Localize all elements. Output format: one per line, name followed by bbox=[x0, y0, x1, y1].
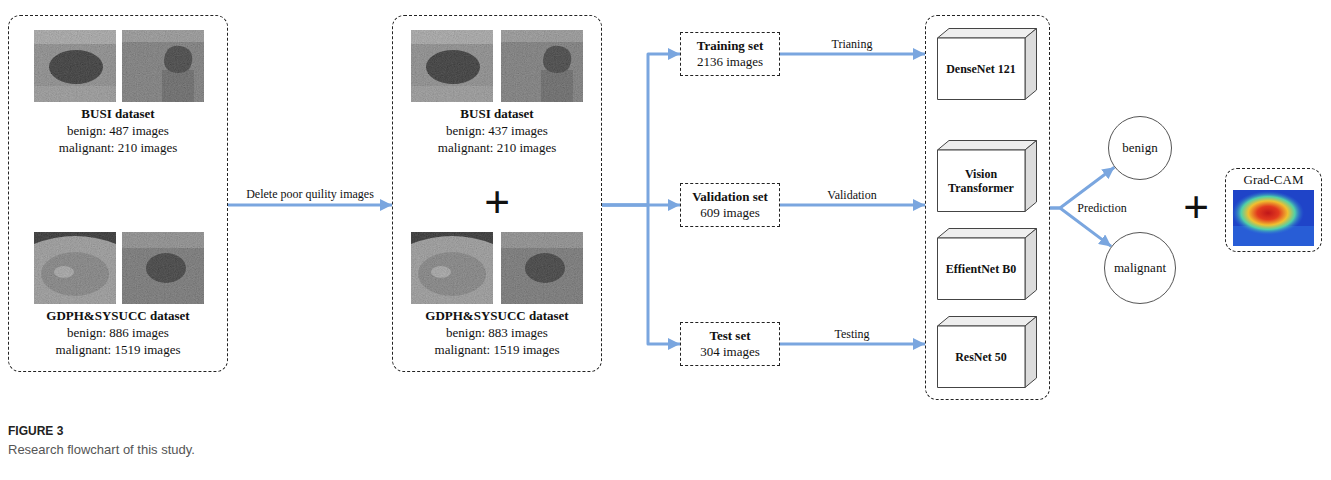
node-text: Grad-CAM bbox=[1244, 172, 1304, 188]
cube-face bbox=[938, 317, 1037, 327]
edge-label: Testing bbox=[832, 327, 871, 341]
cube-face bbox=[938, 238, 1026, 300]
model-cube: EffientNet B0 bbox=[937, 228, 1037, 300]
ultrasound-image bbox=[501, 30, 583, 102]
figure-number: FIGURE 3 bbox=[8, 424, 63, 439]
edge-label: Trianing bbox=[830, 37, 875, 51]
ultrasound-image bbox=[122, 30, 204, 102]
cube-face bbox=[938, 229, 1037, 239]
node-text: Vision Transformer bbox=[942, 167, 1020, 195]
cube-face bbox=[1025, 229, 1037, 300]
caption: Research flowchart of this study. bbox=[8, 442, 195, 458]
class-circle: malignant bbox=[1104, 232, 1176, 304]
ultrasound-image bbox=[122, 232, 204, 304]
model-panel: DenseNet 121Vision TransformerEffientNet… bbox=[925, 15, 1050, 400]
ultrasound-image bbox=[501, 232, 583, 304]
node-text: BUSI dataset bbox=[460, 106, 533, 122]
heatmap bbox=[1232, 190, 1314, 246]
node-text: GDPH&SYSUCC dataset bbox=[46, 308, 189, 324]
node-text: benign: 886 images bbox=[67, 325, 169, 341]
ultrasound-image bbox=[411, 232, 493, 304]
cube-face bbox=[938, 38, 1026, 100]
ultrasound-image bbox=[34, 30, 116, 102]
node-text: 2136 images bbox=[697, 54, 763, 70]
node-text: Test set bbox=[709, 328, 750, 344]
cube-face bbox=[938, 141, 1037, 151]
cube-face bbox=[938, 150, 1026, 212]
node-text: DenseNet 121 bbox=[946, 62, 1016, 76]
edge-label: Delete poor quility images bbox=[244, 187, 376, 201]
ultrasound-image bbox=[411, 30, 493, 102]
flow-arrow bbox=[228, 204, 392, 207]
node-text: benign: 883 images bbox=[446, 325, 548, 341]
node-text: malignant: 210 images bbox=[438, 140, 556, 156]
cube-face bbox=[1025, 29, 1037, 100]
flow-arrow bbox=[780, 204, 925, 207]
node-text: benign: 437 images bbox=[446, 123, 548, 139]
flow-arrow bbox=[602, 205, 680, 344]
model-cube: ResNet 50 bbox=[937, 316, 1037, 388]
flow-arrow bbox=[780, 343, 925, 346]
node-text: BUSI dataset bbox=[81, 106, 154, 122]
split-box: Validation set609 images bbox=[680, 183, 780, 227]
edge-label: Validation bbox=[825, 188, 878, 202]
cube-face bbox=[1025, 317, 1037, 388]
dataset-panel: BUSI datasetbenign: 487 imagesmalignant:… bbox=[8, 15, 228, 372]
node-text: benign bbox=[1122, 140, 1157, 156]
cube-face bbox=[938, 326, 1026, 388]
edge-label: Prediction bbox=[1075, 201, 1128, 215]
node-text: Training set bbox=[697, 38, 764, 54]
plus-sign: + bbox=[1183, 183, 1209, 233]
node-text: malignant bbox=[1114, 260, 1166, 276]
split-box: Training set2136 images bbox=[680, 32, 780, 76]
node-text: malignant: 1519 images bbox=[56, 342, 181, 358]
model-cube: DenseNet 121 bbox=[937, 28, 1037, 100]
flow-arrow bbox=[780, 53, 925, 56]
node-text: ResNet 50 bbox=[955, 350, 1007, 364]
node-text: 609 images bbox=[700, 205, 760, 221]
split-box: Test set304 images bbox=[680, 322, 780, 366]
model-cube: Vision Transformer bbox=[937, 140, 1037, 212]
node-text: Validation set bbox=[692, 189, 768, 205]
node-text: GDPH&SYSUCC dataset bbox=[425, 308, 568, 324]
gradcam-box: Grad-CAM bbox=[1225, 168, 1322, 252]
node-text: malignant: 1519 images bbox=[435, 342, 560, 358]
node-text: benign: 487 images bbox=[67, 123, 169, 139]
node-text: + bbox=[484, 178, 510, 228]
cube-face bbox=[1025, 141, 1037, 212]
dataset-panel: BUSI datasetbenign: 437 imagesmalignant:… bbox=[392, 15, 602, 372]
flow-arrow bbox=[602, 54, 680, 205]
node-text: 304 images bbox=[700, 344, 760, 360]
cube-face bbox=[938, 29, 1037, 39]
node-text: malignant: 210 images bbox=[59, 140, 177, 156]
class-circle: benign bbox=[1108, 116, 1172, 180]
node-text: EffientNet B0 bbox=[946, 262, 1016, 276]
ultrasound-image bbox=[34, 232, 116, 304]
